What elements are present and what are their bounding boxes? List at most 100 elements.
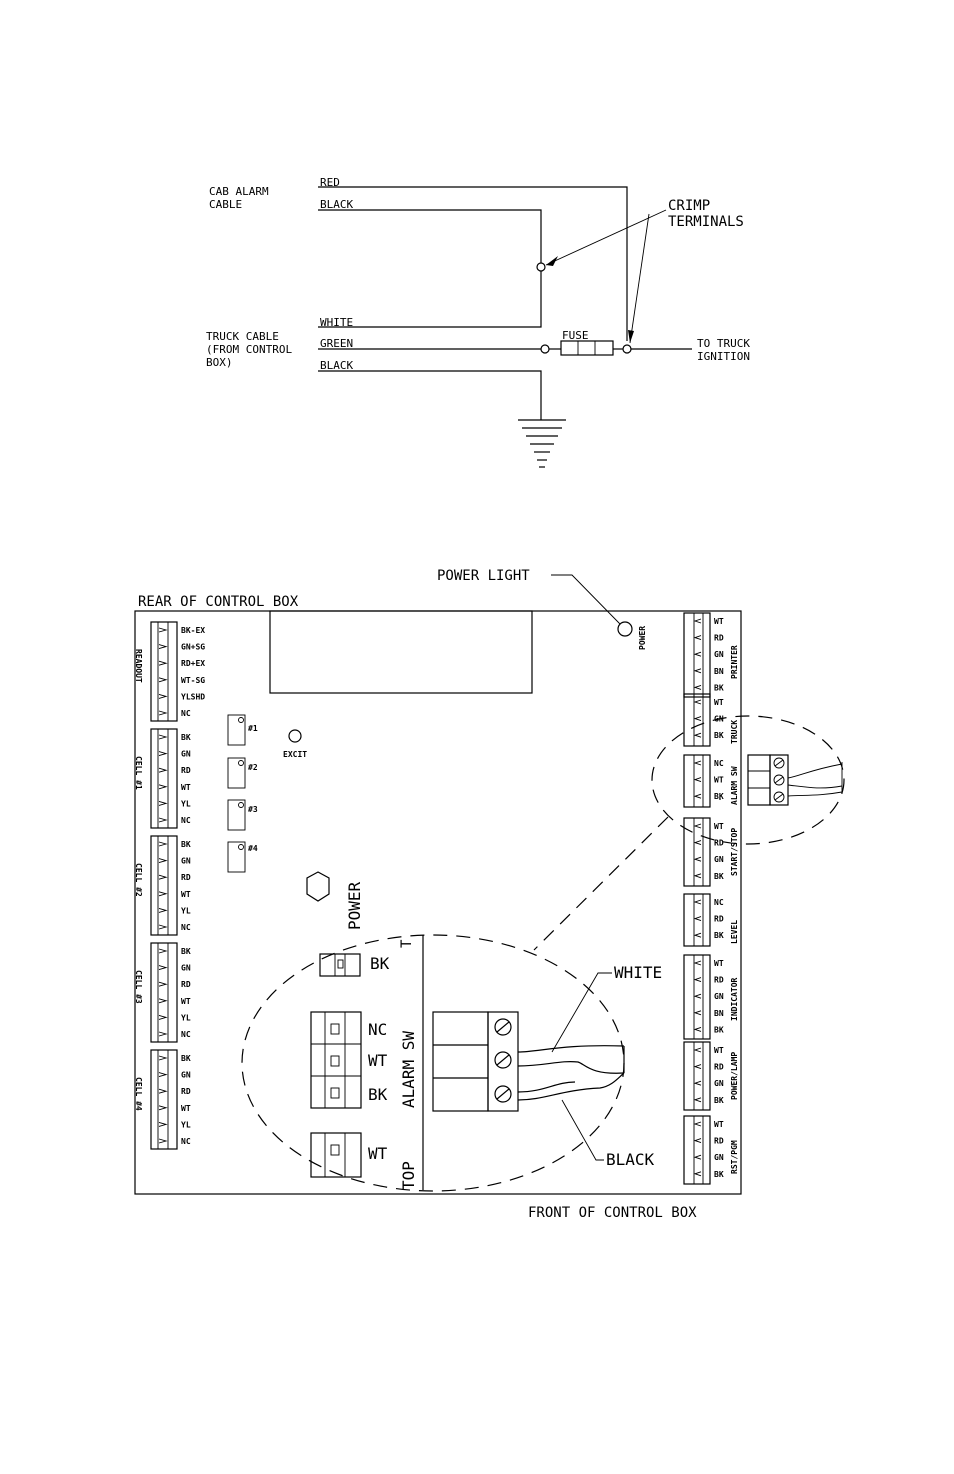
right-pin-label: WT (714, 698, 724, 707)
left-pin-label: WT (181, 783, 191, 792)
to-truck-label-2: IGNITION (697, 350, 750, 363)
wire-green-label: GREEN (320, 337, 353, 350)
excit-indicator (288, 729, 302, 743)
crimp-terminal-2 (540, 344, 550, 354)
display-window (269, 610, 533, 694)
right-pin-label: RD (714, 839, 724, 848)
left-pin-label: NC (181, 1030, 191, 1039)
white-leader (551, 972, 612, 1053)
right-block-5: WT RD GN BN BK INDICATOR (683, 954, 739, 1040)
left-terminal-blocks: BK-EXGN+SGRD+EXWT-SGYLSHDNCREADOUTBKGNRD… (134, 621, 205, 1150)
right-group-label: POWER/LAMP (730, 1052, 739, 1100)
left-group-label: CELL #4 (134, 1077, 143, 1111)
right-pin-label: GN (714, 1153, 724, 1162)
right-pin-label: WT (714, 959, 724, 968)
black-leader (561, 1099, 604, 1161)
control-box-diagram: POWER LIGHT REAR OF CONTROL BOX FRONT OF… (134, 568, 845, 1221)
left-pin-label: NC (181, 709, 191, 718)
crimp-terminal-3 (622, 344, 632, 354)
excit-label: EXCIT (283, 750, 307, 759)
power-label: POWER (345, 881, 364, 930)
crimp-arrow-1 (546, 256, 558, 266)
right-group-label: START/STOP (730, 828, 739, 876)
crimp-terminal-1 (536, 262, 546, 272)
right-group-label: LEVEL (730, 920, 739, 944)
right-pin-label: BK (714, 1025, 724, 1034)
left-pin-label: BK (181, 733, 191, 742)
right-pin-label: NC (714, 759, 724, 768)
right-pin-label: BK (714, 931, 724, 940)
zoom-nc-label: NC (368, 1020, 387, 1039)
left-pin-label: WT-SG (181, 676, 205, 685)
left-pin-label: BK (181, 1054, 191, 1063)
right-pin-label: BK (714, 731, 724, 740)
right-pin-label: WT (714, 1046, 724, 1055)
right-pin-label: BN (714, 1009, 724, 1018)
left-group-label: CELL #1 (134, 756, 143, 790)
left-pin-label: RD+EX (181, 659, 205, 668)
right-pin-label: NC (714, 898, 724, 907)
jumper-1 (227, 714, 246, 746)
jumper-2-label: #2 (248, 763, 258, 772)
black-ground-wire (318, 370, 542, 420)
right-terminal-blocks: WT RD GN BN BK PRINTER WT GN BK TRUCK NC WT BK ALARM … (683, 612, 739, 1185)
right-pin-label: GN (714, 992, 724, 1001)
right-pin-label: BK (714, 792, 724, 801)
right-pin-label: RD (714, 1063, 724, 1072)
zoom-detail: BK T NC WT BK ALARM SW (310, 935, 662, 1190)
black-top-wire (318, 209, 542, 263)
truck-cable-label-3: BOX) (206, 356, 233, 369)
left-group-label: CELL #3 (134, 970, 143, 1004)
zoom-alarm-sw-label: ALARM SW (399, 1031, 418, 1108)
crimp-label-1: CRIMP (668, 198, 710, 214)
right-group-label: PRINTER (730, 645, 739, 679)
fuse-label: FUSE (562, 329, 589, 342)
power-light-label: POWER LIGHT (437, 568, 530, 584)
right-pin-label: RD (714, 634, 724, 643)
left-pin-label: BK (181, 947, 191, 956)
zoom-white-label: WHITE (614, 963, 662, 982)
white-wire (318, 271, 542, 328)
power-light-small-label: POWER (638, 626, 647, 650)
jumper-2 (227, 757, 246, 789)
detail-ellipse-small (651, 715, 845, 845)
left-pin-label: GN (181, 964, 191, 973)
zoom-t-label: T (399, 939, 415, 948)
left-group-label: READOUT (134, 649, 143, 683)
right-pin-label: WT (714, 822, 724, 831)
crimp-arrow-2 (628, 330, 634, 343)
right-block-4: NC RD BK LEVEL (683, 893, 739, 947)
left-pin-label: BK (181, 840, 191, 849)
control-box-outline (134, 610, 742, 1195)
wire-black-top-label: BLACK (320, 198, 353, 211)
zoom-wt-label: WT (368, 1051, 388, 1070)
right-pin-label: GN (714, 650, 724, 659)
right-group-label: INDICATOR (730, 977, 739, 1021)
power-button (306, 871, 330, 902)
left-pin-label: NC (181, 1137, 191, 1146)
fuse (560, 340, 614, 356)
ground-symbol (518, 419, 566, 468)
left-pin-label: YLSHD (181, 692, 205, 701)
right-pin-label: RD (714, 976, 724, 985)
right-group-label: ALARM SW (730, 766, 739, 805)
left-pin-label: NC (181, 816, 191, 825)
zoom-bk-top-label: BK (370, 954, 390, 973)
jumper-1-label: #1 (248, 724, 258, 733)
left-pin-label: GN (181, 750, 191, 759)
zoom-bk-label: BK (368, 1085, 388, 1104)
right-pin-label: BK (714, 1096, 724, 1105)
left-pin-label: RD (181, 1087, 191, 1096)
zoom-plug (432, 1011, 625, 1112)
zoom-alarm-block (310, 1011, 362, 1109)
right-pin-label: RD (714, 915, 724, 924)
right-group-label: TRUCK (730, 720, 739, 744)
right-pin-label: WT (714, 617, 724, 626)
wire-black-bottom-label: BLACK (320, 359, 353, 372)
